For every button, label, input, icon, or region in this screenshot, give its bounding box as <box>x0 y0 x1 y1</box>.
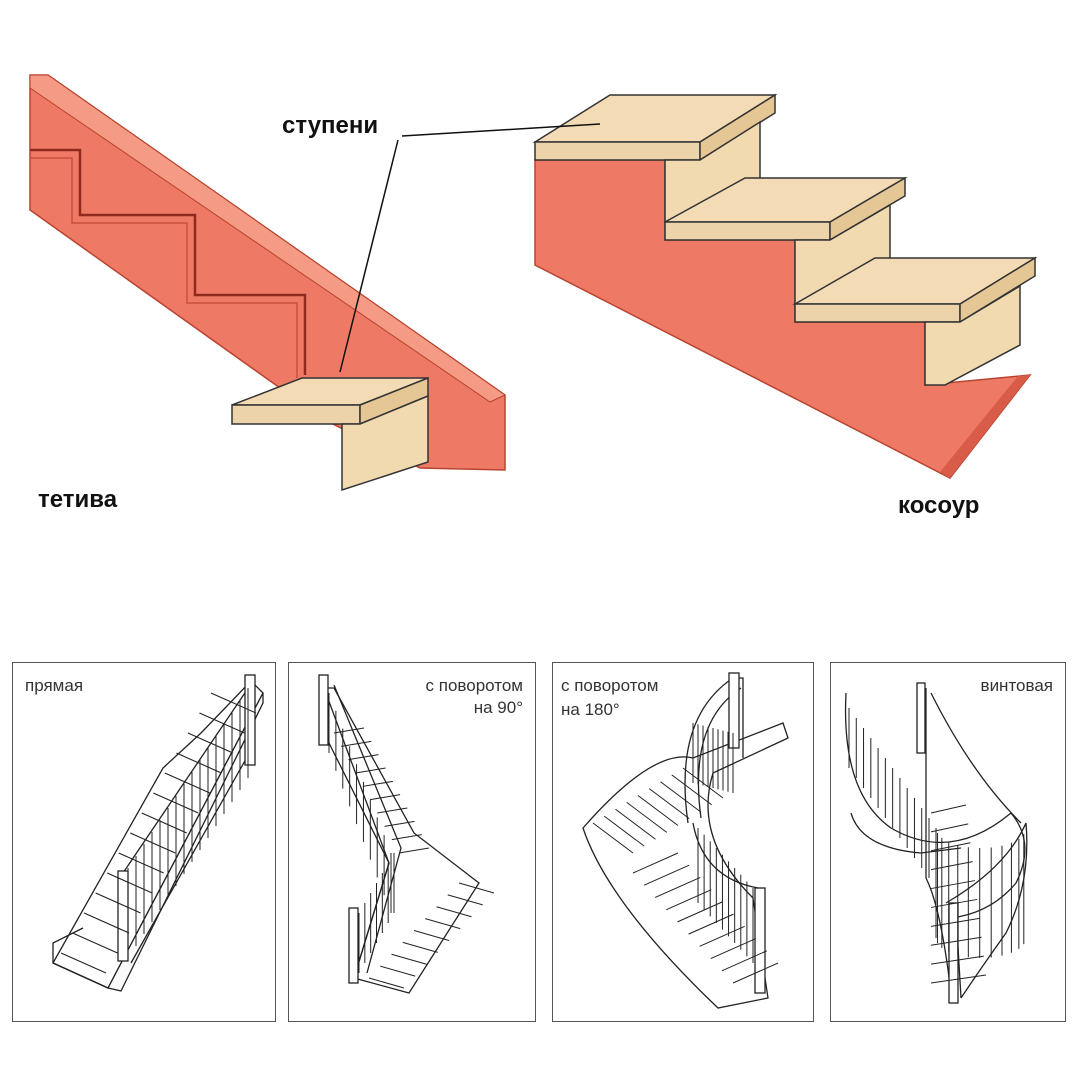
stair-step-line <box>391 834 422 841</box>
leader-to-bowstring-tread <box>339 139 399 373</box>
stair-step-line <box>615 808 656 840</box>
stair-step-line <box>688 913 734 935</box>
leader-to-stringer-tread <box>401 123 601 137</box>
panel-straight-stair: прямая <box>12 662 276 1022</box>
stair-step-line <box>643 864 690 886</box>
stair-step-line <box>930 917 980 927</box>
stair-step-line <box>72 932 118 954</box>
stair-step-line <box>402 941 438 953</box>
stair-step-line <box>341 740 372 747</box>
bowstring-label: тетива <box>38 486 118 513</box>
stair-step-line <box>425 918 461 930</box>
panel-90-turn-stair: с поворотом на 90° <box>288 662 536 1022</box>
stair-step-line <box>930 974 987 984</box>
stair-step-line <box>391 953 427 965</box>
stair-step-line <box>655 876 701 898</box>
stair-step-line <box>930 804 967 814</box>
stair-step-line <box>592 822 634 854</box>
bowstring-tread-front <box>231 404 361 425</box>
steps-label: ступени <box>282 112 379 139</box>
stair-step-line <box>187 732 234 754</box>
stair-step-line <box>637 795 679 826</box>
stair-step-line <box>930 823 969 833</box>
stair-step-line <box>141 812 187 834</box>
stair-step-line <box>384 820 415 827</box>
stair-step-line <box>118 852 164 874</box>
turn-90-stair-drawing <box>318 674 495 994</box>
straight-stair-drawing <box>52 674 264 992</box>
stair-step-line <box>348 754 379 761</box>
stair-step-line <box>447 894 483 906</box>
stair-step-line <box>164 772 211 794</box>
stair-step-line <box>398 847 430 854</box>
stair-step-line <box>677 901 723 923</box>
panel-spiral-stair: винтовая <box>830 662 1066 1022</box>
stringer-tread-1-side <box>699 93 776 162</box>
stair-step-line <box>626 801 668 833</box>
stair-step-line <box>710 938 756 960</box>
stair-step-line <box>632 852 679 874</box>
bowstring-illustration <box>29 74 506 492</box>
stair-step-line <box>699 925 745 947</box>
stringer-bottom-edge <box>940 375 1030 478</box>
stringer-tread-2-side <box>829 176 906 242</box>
stair-step-line <box>930 936 982 946</box>
stair-step-line <box>380 965 416 977</box>
stair-step-line <box>930 842 971 852</box>
bowstring-top-edge <box>29 74 506 403</box>
stair-step-line <box>436 906 472 918</box>
turn-90-label-line2: на 90° <box>473 698 523 717</box>
straight-stair-label: прямая <box>25 676 84 695</box>
stair-step-line <box>660 781 701 813</box>
stringer-tread-3-front <box>794 303 961 323</box>
stringer-tread-1-front <box>534 141 701 161</box>
stringer-tread-3-side <box>959 256 1036 324</box>
stringer-riser-3 <box>924 284 1021 386</box>
stair-step-line <box>106 872 153 894</box>
stair-step-line <box>368 977 405 989</box>
spiral-stair-drawing <box>844 682 1028 1004</box>
stair-step-line <box>176 752 222 774</box>
stair-step-line <box>721 950 768 972</box>
stringer-tread-2-front <box>664 221 831 241</box>
stair-step-line <box>930 955 984 965</box>
turn-180-stair-drawing <box>582 672 789 1009</box>
stair-step-line <box>930 898 978 908</box>
bowstring-groove <box>30 148 307 375</box>
bowstring-riser <box>341 394 429 492</box>
stair-step-line <box>458 882 495 894</box>
spiral-stair-label: винтовая <box>980 676 1053 695</box>
stair-step-line <box>930 861 973 871</box>
stair-step-line <box>362 780 393 787</box>
stair-step-line <box>930 880 975 890</box>
steps-leader-lines <box>339 123 601 373</box>
panel-180-turn-stair: с поворотом на 180° <box>552 662 814 1022</box>
stringer-label: косоур <box>898 492 980 519</box>
turn-180-label-line1: с поворотом <box>561 676 659 695</box>
stair-step-line <box>413 930 450 941</box>
turn-180-label-line2: на 180° <box>561 700 620 719</box>
stair-step-line <box>732 962 779 984</box>
stair-step-line <box>355 767 386 774</box>
stair-step-line <box>377 807 408 814</box>
stair-step-line <box>95 892 141 914</box>
bowstring-groove-inner <box>30 157 298 378</box>
stair-step-line <box>199 712 245 734</box>
stair-step-line <box>603 815 645 847</box>
turn-90-label-line1: с поворотом <box>425 676 523 695</box>
stair-step-line <box>333 727 365 734</box>
stair-step-line <box>83 912 130 934</box>
stringer-illustration <box>532 93 1038 479</box>
stair-step-line <box>648 788 690 820</box>
stair-step-line <box>671 774 713 806</box>
stair-step-line <box>60 952 107 974</box>
stair-step-line <box>370 794 401 801</box>
stringer-diagram <box>29 74 1038 492</box>
